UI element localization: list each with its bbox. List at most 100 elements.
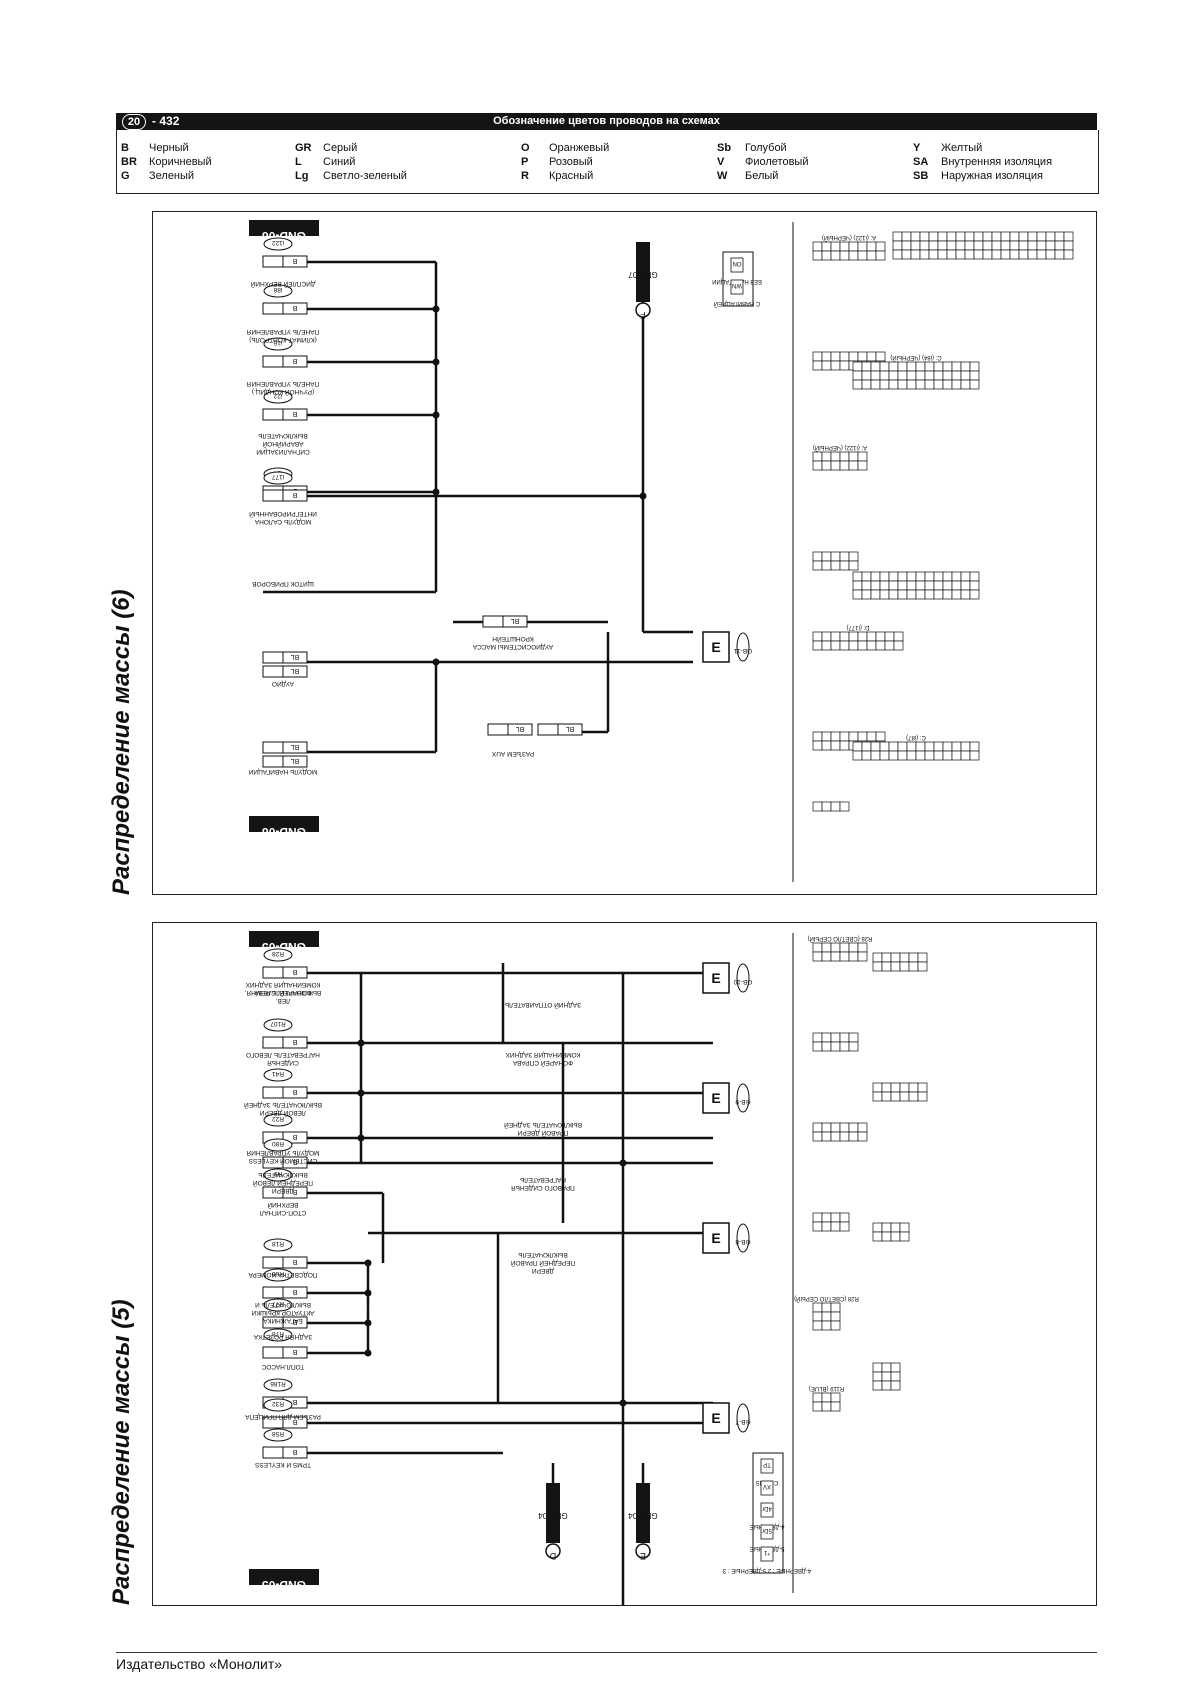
component-label: СИГНАЛИЗАЦИИ [256,448,310,455]
pin-cell [890,961,901,972]
connector-pin-box [262,1036,308,1049]
pin-cell [888,571,899,582]
connector-pin-label: B [292,1258,297,1265]
pin-cell [906,571,917,582]
pin-cell [839,942,850,953]
pin-cell [812,351,823,362]
connector-id-oval [263,1398,293,1412]
pin-cell [1063,240,1074,251]
component-label: ПОДСВЕТКА НОМЕРА [248,1271,318,1278]
connector-pin-box [262,355,308,368]
pin-cell [866,351,877,362]
pin-cell [942,589,953,600]
ground-point-label: GB-8 [735,1238,751,1245]
pin-cell [951,571,962,582]
pin-cell [960,741,971,752]
component-label: ЗАДНЯЯ РОЗЕТКА [253,1333,312,1340]
pin-cell [812,241,823,252]
diagram-title-ground-6: Распределение массы (6) [108,589,135,895]
connector-pin-box [262,966,308,979]
connector-pin-box [487,723,533,736]
connector-pin-label: B [292,1088,297,1095]
pin-cell [991,249,1002,260]
pin-cell [839,351,850,362]
connector-id-label: i88 [273,286,282,293]
pin-cell [973,231,984,242]
connector-id-oval [263,1298,293,1312]
pin-cell [906,379,917,390]
pin-cell [830,801,841,812]
pin-cell [897,589,908,600]
junction-dot [357,1089,365,1097]
component-label: ФОНАРЕЙ, СЛЕВА [254,989,312,998]
pin-cell [821,731,832,742]
pin-cell [872,1222,883,1233]
pin-table-title: R28 (СВЕТЛО СЕРЫЙ) [794,1295,859,1303]
pin-table-title: C: (i87) [906,734,926,740]
pin-cell [839,560,850,571]
connector-id-label: R22 [272,1115,284,1122]
connector-id-oval [263,1378,293,1392]
ground-point-oval [736,632,750,662]
pin-cell [839,640,850,651]
pin-cell [821,250,832,261]
pin-cell [875,731,886,742]
component-label: КОМБИНАЦИЯ ЗАДНИХ [245,981,320,988]
pin-cell [857,451,868,462]
pin-cell [879,580,890,591]
pin-cell [906,361,917,372]
page-title: Обозначение цветов проводов на схемах [493,115,720,127]
pin-cell [879,589,890,600]
pin-cell [872,1371,883,1382]
pin-cell [848,1122,859,1133]
note-code-box [760,1458,774,1474]
pin-cell [866,241,877,252]
connector-pin-label: B [292,1398,297,1405]
pin-cell [892,240,903,251]
component-label: ВЫКЛЮЧАТЕЛЬ [518,1251,568,1258]
pin-cell [857,351,868,362]
pin-cell [848,451,859,462]
connector-pin-box [262,1346,308,1359]
pin-cell [879,379,890,390]
pin-cell [857,640,868,651]
connector-id-label: R80 [272,1140,284,1147]
pin-cell [924,589,935,600]
pin-cell [892,249,903,260]
pin-cell [951,750,962,761]
pin-cell [890,1371,901,1382]
pin-cell [830,942,841,953]
pin-cell [960,379,971,390]
component-label: TPMS И KEYLESS [254,1461,311,1468]
connector-pin-box [262,665,308,678]
connector-id-oval [263,1138,293,1152]
connector-pin-label: B [292,1348,297,1355]
pin-cell [812,1401,823,1412]
pin-cell [906,589,917,600]
pin-cell [812,640,823,651]
external-ground-marker [635,302,651,318]
pin-cell [893,631,904,642]
pin-cell [830,1311,841,1322]
connector-pin-label: B [292,968,297,975]
pin-cell [839,241,850,252]
pin-cell [821,551,832,562]
pin-cell [872,1091,883,1102]
external-ground-label: GND-07 [628,270,658,279]
pin-cell [915,589,926,600]
pin-cell [830,360,841,371]
pin-cell [857,942,868,953]
pin-cell [969,750,980,761]
connector-pin-label: B [292,1288,297,1295]
pin-cell [852,741,863,752]
pin-cell [908,1091,919,1102]
pin-cell [875,631,886,642]
pin-cell [821,1131,832,1142]
pin-cell [890,1231,901,1242]
pin-cell [879,741,890,752]
pin-cell [893,640,904,651]
pin-cell [852,571,863,582]
pin-cell [866,631,877,642]
pin-cell [852,379,863,390]
